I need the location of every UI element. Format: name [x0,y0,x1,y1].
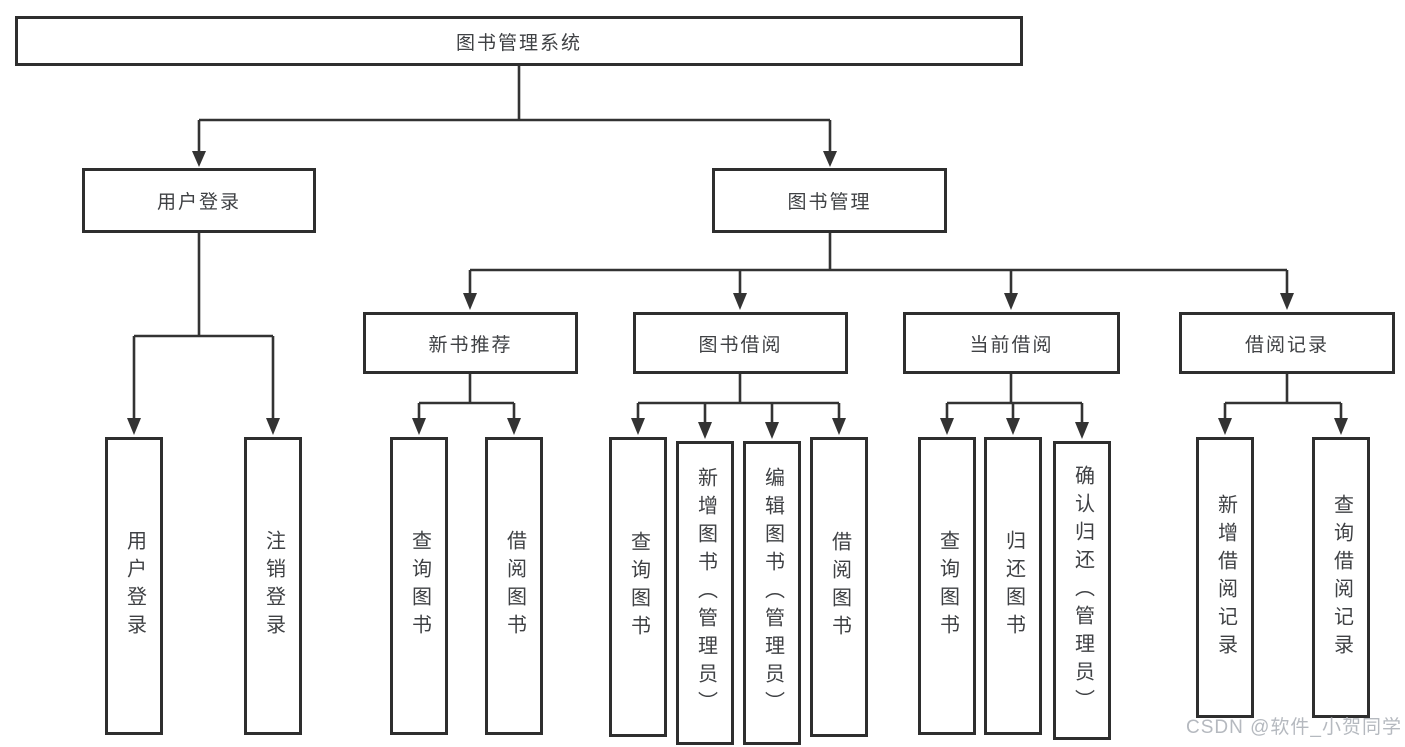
node-user-login-label: 用户登录 [156,192,241,213]
node-root-label: 图书管理系统 [455,32,582,54]
node-current-borrow-label: 当前借阅 [969,334,1054,356]
node-borrow-record-label: 借阅记录 [1244,334,1329,356]
connector-current-borrow-branch [940,374,1089,439]
leaf-borrow-book-recommend-label: 借阅图书 [503,530,526,642]
node-book-borrow-label: 图书借阅 [698,334,783,356]
node-book-management-label: 图书管理 [787,192,872,213]
node-new-book-recommend: 新书推荐 [363,312,578,374]
leaf-borrow-book-borrow-label: 借阅图书 [828,531,851,643]
leaf-query-book-borrow: 查询图书 [609,437,667,737]
leaf-query-borrow-record: 查询借阅记录 [1312,437,1370,718]
leaf-logout-label: 注销登录 [262,530,285,642]
node-book-management: 图书管理 [712,168,947,233]
leaf-query-book-current-label: 查询图书 [936,530,959,642]
leaf-add-borrow-record: 新增借阅记录 [1196,437,1254,718]
leaf-edit-book-admin-label: 编辑图书（管理员） [761,467,784,719]
node-borrow-record: 借阅记录 [1179,312,1395,374]
node-book-borrow: 图书借阅 [633,312,848,374]
csdn-watermark: CSDN @软件_小贺同学 [1186,717,1402,738]
connector-book-borrow-branch [631,374,846,439]
leaf-edit-book-admin: 编辑图书（管理员） [743,441,801,745]
leaf-return-book: 归还图书 [984,437,1042,735]
leaf-confirm-return-admin-label: 确认归还（管理员） [1071,464,1094,717]
leaf-return-book-label: 归还图书 [1002,530,1025,642]
node-current-borrow: 当前借阅 [903,312,1120,374]
leaf-confirm-return-admin: 确认归还（管理员） [1053,441,1111,740]
connector-root-branch [192,66,837,167]
node-user-login: 用户登录 [82,168,316,233]
leaf-borrow-book-recommend: 借阅图书 [485,437,543,735]
leaf-user-login: 用户登录 [105,437,163,735]
leaf-add-book-admin-label: 新增图书（管理员） [694,467,717,719]
leaf-add-book-admin: 新增图书（管理员） [676,441,734,745]
leaf-add-borrow-record-label: 新增借阅记录 [1214,493,1237,662]
node-root: 图书管理系统 [15,16,1023,66]
connector-user-login-branch [127,233,280,435]
connector-book-management-branch [463,233,1294,310]
leaf-query-borrow-record-label: 查询借阅记录 [1330,493,1353,662]
node-new-book-recommend-label: 新书推荐 [428,334,513,356]
leaf-user-login-label: 用户登录 [123,530,146,642]
connector-borrow-record-branch [1218,374,1348,435]
connector-new-book-branch [412,374,521,435]
leaf-borrow-book-borrow: 借阅图书 [810,437,868,737]
leaf-query-book-borrow-label: 查询图书 [627,531,650,643]
leaf-query-book-recommend: 查询图书 [390,437,448,735]
leaf-query-book-current: 查询图书 [918,437,976,735]
leaf-logout: 注销登录 [244,437,302,735]
leaf-query-book-recommend-label: 查询图书 [408,530,431,642]
